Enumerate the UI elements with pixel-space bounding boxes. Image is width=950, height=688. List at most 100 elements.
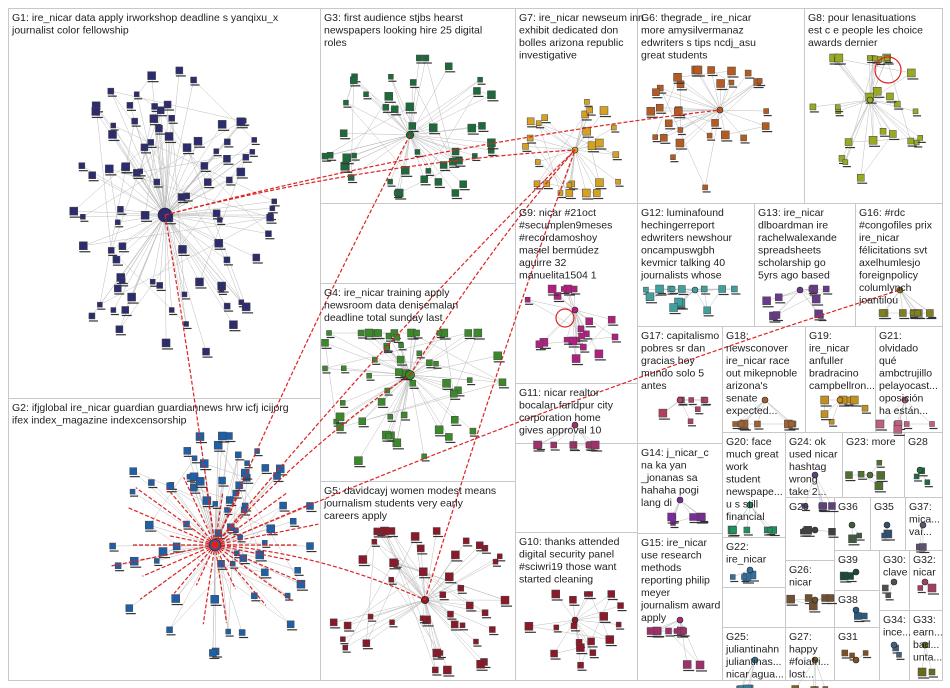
- group-label-line: G21:: [879, 330, 902, 342]
- edge: [113, 125, 275, 202]
- node-g18: [754, 420, 761, 428]
- edge: [358, 374, 411, 461]
- edge: [778, 288, 814, 298]
- group-label-line: hashtag: [789, 461, 827, 473]
- node-g4: [413, 329, 420, 337]
- node-g25: [743, 684, 752, 688]
- node-g19: [828, 418, 835, 425]
- group-label-line: methods: [641, 562, 681, 574]
- node-g4: [383, 345, 390, 351]
- node-g1: [121, 162, 130, 171]
- edge: [411, 332, 503, 383]
- node-g6: [657, 84, 664, 92]
- node-g4: [366, 372, 372, 379]
- node-g22: [741, 574, 747, 580]
- node-g6: [740, 134, 747, 142]
- node-g4: [392, 438, 402, 448]
- node-g10: [577, 661, 584, 669]
- edge: [574, 424, 590, 446]
- group-label-line: nicar agua...: [726, 669, 784, 681]
- node-g31: [862, 650, 869, 656]
- node-g1: [242, 153, 250, 161]
- edge: [869, 99, 884, 132]
- node-g8: [886, 92, 894, 101]
- edge: [405, 134, 411, 171]
- edge: [346, 134, 411, 158]
- group-label-line: happy: [789, 644, 818, 656]
- node-g23: [874, 481, 884, 491]
- edge: [119, 157, 247, 330]
- group-label-line: u s still: [726, 499, 758, 511]
- node-g9: [547, 284, 557, 294]
- node-g23: [857, 470, 865, 478]
- edge: [220, 563, 229, 632]
- edge: [366, 536, 416, 644]
- node-g35: [881, 532, 887, 539]
- edge: [884, 289, 901, 314]
- group-label-g31: G31: [838, 631, 858, 643]
- node-g5: [500, 595, 510, 605]
- edge: [149, 524, 216, 546]
- node-g17: [658, 408, 668, 418]
- hub-node-g9: [571, 306, 579, 314]
- node-g5: [462, 537, 470, 545]
- node-g27: [822, 686, 829, 688]
- group-label-line: nicar: [913, 567, 936, 579]
- edge: [804, 474, 816, 507]
- edge: [409, 374, 459, 391]
- node-g6: [652, 134, 658, 140]
- edge: [409, 374, 447, 384]
- node-g4: [493, 351, 502, 361]
- edge: [164, 151, 217, 216]
- node-g3: [477, 76, 483, 83]
- node-g23: [845, 471, 853, 479]
- edge: [389, 374, 411, 417]
- group-label-line: bolles arizona republic: [519, 37, 623, 49]
- node-g4: [498, 378, 507, 387]
- node-g1: [266, 213, 274, 222]
- edge: [389, 134, 411, 182]
- node-g1: [216, 217, 223, 223]
- node-g7: [582, 188, 591, 198]
- node-g33: [928, 668, 936, 676]
- edge: [152, 214, 166, 282]
- node-g1: [114, 219, 121, 226]
- group-label-g26: G26:nicar: [789, 564, 812, 589]
- edge: [899, 289, 913, 314]
- node-g2: [261, 568, 269, 577]
- node-g8: [872, 55, 878, 62]
- node-g8: [917, 135, 924, 141]
- node-g7: [584, 99, 590, 105]
- edge: [838, 99, 871, 112]
- node-g5: [447, 610, 454, 618]
- edge: [409, 332, 445, 376]
- node-g7: [586, 106, 593, 114]
- node-g10: [550, 649, 558, 658]
- node-g13: [814, 309, 823, 319]
- node-g6: [673, 73, 682, 82]
- edge: [869, 99, 921, 139]
- node-g2: [244, 460, 250, 466]
- edge: [164, 213, 217, 216]
- hub-node-g35: [883, 521, 891, 529]
- edge: [342, 599, 426, 640]
- edge: [424, 599, 470, 606]
- group-label-line: unta...: [913, 652, 942, 664]
- node-g2: [276, 464, 285, 474]
- group-label-line: newspapers looking hire 25 digital: [324, 25, 482, 37]
- edge: [921, 644, 926, 673]
- g2-spoke: [173, 544, 216, 594]
- node-g8: [809, 103, 817, 111]
- edge: [904, 399, 907, 425]
- group-label-line: G29: [789, 501, 809, 513]
- group-label-line: senate: [726, 393, 758, 405]
- node-g21: [929, 421, 935, 427]
- node-g1: [80, 214, 86, 220]
- group-label-line: gives approval 10: [519, 425, 601, 437]
- edge: [896, 399, 906, 425]
- node-g4: [339, 400, 346, 406]
- group-panel-g20: [722, 432, 786, 538]
